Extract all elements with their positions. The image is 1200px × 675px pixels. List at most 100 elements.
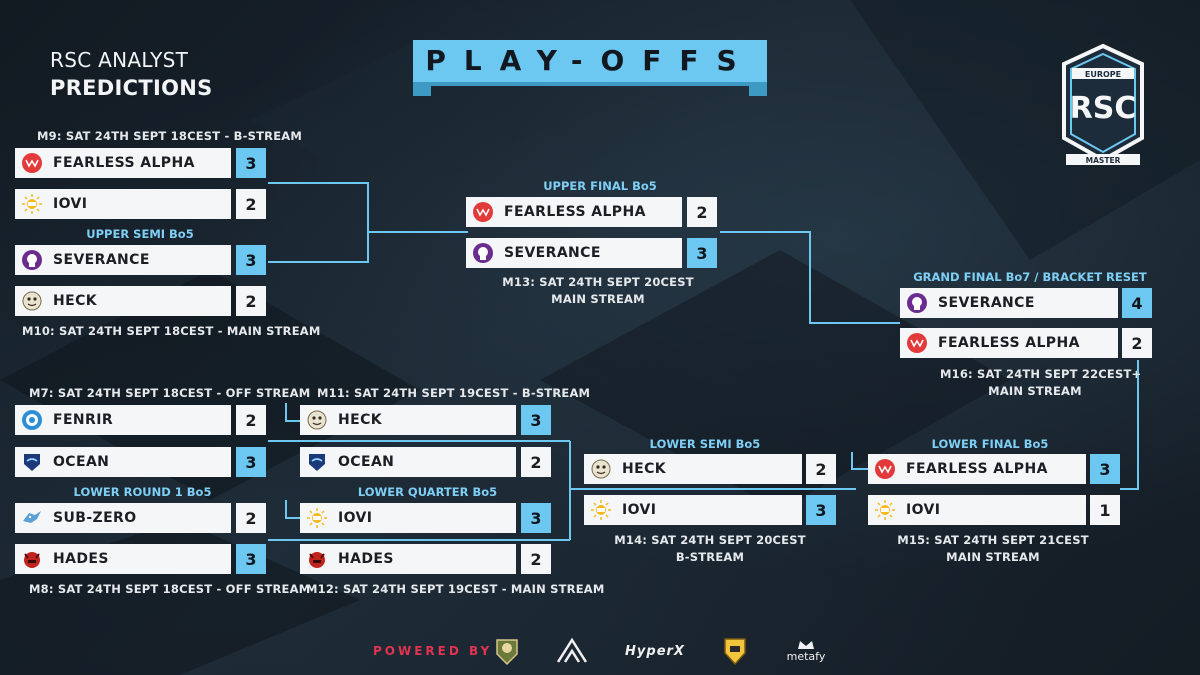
team-row: SUB-ZERO xyxy=(15,503,231,533)
losing-score: 2 xyxy=(806,454,836,484)
m11-info: M11: SAT 24TH SEPT 19CEST - B-STREAM xyxy=(317,386,591,400)
team-name: FENRIR xyxy=(53,412,114,428)
iovi-logo-icon xyxy=(874,499,896,521)
m14-info-a: M14: SAT 24TH SEPT 20CEST xyxy=(614,533,806,547)
heck-logo-icon xyxy=(21,290,43,312)
team-row: IOVI xyxy=(868,495,1086,525)
title-line-2: PREDICTIONS xyxy=(50,76,213,100)
iovi-logo-icon xyxy=(21,193,43,215)
team-name: HECK xyxy=(622,461,667,477)
m9-info: M9: SAT 24TH SEPT 18CEST - B-STREAM xyxy=(37,129,303,143)
team-row: HECK xyxy=(300,405,516,435)
winning-score: 3 xyxy=(521,405,551,435)
lower-round1-label: LOWER ROUND 1 Bo5 xyxy=(73,485,212,499)
title-line-1: RSC ANALYST xyxy=(50,48,189,72)
hyperx-logo: HyperX xyxy=(620,634,690,668)
lower-quarter-label: LOWER QUARTER Bo5 xyxy=(357,485,498,499)
team-name: FEARLESS ALPHA xyxy=(906,461,1048,477)
team-name: HADES xyxy=(338,551,394,567)
iovi-logo-icon xyxy=(590,499,612,521)
team-row: FEARLESS ALPHA xyxy=(466,197,682,227)
hades-logo-icon xyxy=(21,548,43,570)
banner-tail-right xyxy=(749,82,767,96)
team-row: HECK xyxy=(15,286,231,316)
team-row: IOVI xyxy=(584,495,802,525)
team-row: IOVI xyxy=(15,189,231,219)
losing-score: 2 xyxy=(521,544,551,574)
team-row: FEARLESS ALPHA xyxy=(15,148,231,178)
losing-score: 2 xyxy=(521,447,551,477)
losing-score: 2 xyxy=(236,405,266,435)
team-name: HECK xyxy=(53,293,98,309)
logo-top-text: EUROPE xyxy=(1085,70,1121,79)
team-name: SEVERANCE xyxy=(938,295,1035,311)
team-crest-logo xyxy=(494,634,520,668)
m15-info-a: M15: SAT 24TH SEPT 21CEST xyxy=(897,533,1089,547)
team-name: SEVERANCE xyxy=(53,252,150,268)
powered-by-label: POWERED BY xyxy=(373,644,493,658)
losing-score: 2 xyxy=(236,503,266,533)
losing-score: 2 xyxy=(1122,328,1152,358)
m12-info: M12: SAT 24TH SEPT 19CEST - MAIN STREAM xyxy=(306,582,605,596)
team-row: SEVERANCE xyxy=(15,245,231,275)
losing-score: 2 xyxy=(236,286,266,316)
lower-semi-label: LOWER SEMI Bo5 xyxy=(649,437,761,451)
hyperx-text: HyperX xyxy=(625,643,685,659)
m10-info: M10: SAT 24TH SEPT 18CEST - MAIN STREAM xyxy=(22,324,321,338)
losing-score: 2 xyxy=(687,197,717,227)
upper-final-label: UPPER FINAL Bo5 xyxy=(543,179,657,193)
team-row: FENRIR xyxy=(15,405,231,435)
team-name: FEARLESS ALPHA xyxy=(938,335,1080,351)
team-name: IOVI xyxy=(906,502,941,518)
m16-info-b: MAIN STREAM xyxy=(988,384,1082,398)
logo-bottom-text: MASTER xyxy=(1086,156,1121,165)
m7-info: M7: SAT 24TH SEPT 18CEST - OFF STREAM xyxy=(29,386,311,400)
banner-tail-left xyxy=(413,82,431,96)
m13-info-a: M13: SAT 24TH SEPT 20CEST xyxy=(502,275,694,289)
severance-logo-icon xyxy=(906,292,928,314)
winning-score: 3 xyxy=(236,148,266,178)
team-name: IOVI xyxy=(622,502,657,518)
page-title: RSC ANALYST PREDICTIONS xyxy=(50,46,213,102)
logo-main-text: RSC xyxy=(1070,91,1137,126)
fearless-alpha-logo-icon xyxy=(472,201,494,223)
ocean-logo-icon xyxy=(21,451,43,473)
m8-info: M8: SAT 24TH SEPT 18CEST - OFF STREAM xyxy=(29,582,311,596)
winning-score: 4 xyxy=(1122,288,1152,318)
winning-score: 3 xyxy=(236,544,266,574)
team-row: HADES xyxy=(15,544,231,574)
team-row: HECK xyxy=(584,454,802,484)
metafy-text: metafy xyxy=(786,649,826,663)
iovi-logo-icon xyxy=(306,507,328,529)
heck-logo-icon xyxy=(306,409,328,431)
team-row: OCEAN xyxy=(15,447,231,477)
ocean-logo-icon xyxy=(306,451,328,473)
team-row: IOVI xyxy=(300,503,516,533)
team-name: HECK xyxy=(338,412,383,428)
rsc-europe-logo: EUROPE RSC MASTER xyxy=(1058,42,1148,172)
upper-semi-label: UPPER SEMI Bo5 xyxy=(86,227,194,241)
fenrir-logo-icon xyxy=(21,409,43,431)
winning-score: 3 xyxy=(806,495,836,525)
team-row: HADES xyxy=(300,544,516,574)
team-name: SEVERANCE xyxy=(504,245,601,261)
team-name: SUB-ZERO xyxy=(53,510,137,526)
team-name: IOVI xyxy=(53,196,88,212)
m15-info-b: MAIN STREAM xyxy=(946,550,1040,564)
m13-info-b: MAIN STREAM xyxy=(551,292,645,306)
playoffs-banner: PLAY-OFFS xyxy=(413,40,767,82)
losing-score: 1 xyxy=(1090,495,1120,525)
hades-logo-icon xyxy=(306,548,328,570)
team-name: FEARLESS ALPHA xyxy=(504,204,646,220)
losing-score: 2 xyxy=(236,189,266,219)
severance-logo-icon xyxy=(472,242,494,264)
team-row: OCEAN xyxy=(300,447,516,477)
team-row: FEARLESS ALPHA xyxy=(868,454,1086,484)
sub-zero-logo-icon xyxy=(21,507,43,529)
fearless-alpha-logo-icon xyxy=(906,332,928,354)
team-name: FEARLESS ALPHA xyxy=(53,155,195,171)
heck-logo-icon xyxy=(590,458,612,480)
winning-score: 3 xyxy=(521,503,551,533)
metafy-logo: metafy xyxy=(784,634,828,668)
team-name: HADES xyxy=(53,551,109,567)
